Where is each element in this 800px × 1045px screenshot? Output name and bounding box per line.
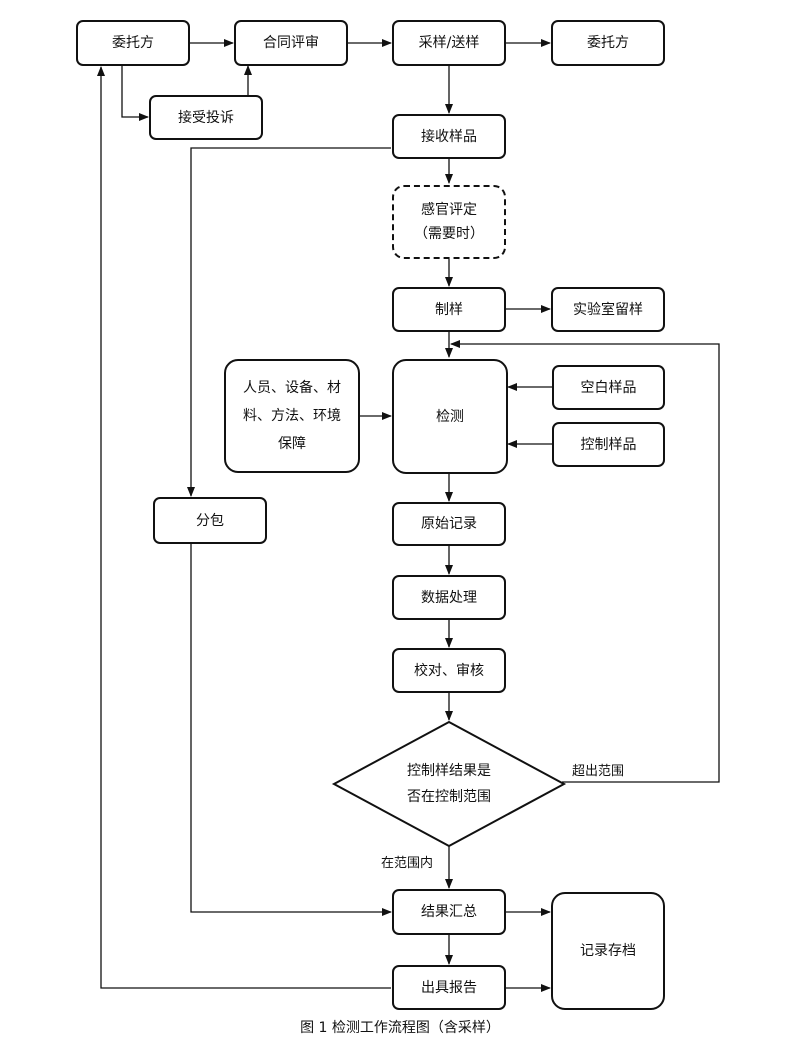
node-sample-preparation: 制样 xyxy=(392,287,506,332)
node-client-destination: 委托方 xyxy=(551,20,665,66)
figure-caption: 图 1 检测工作流程图（含采样） xyxy=(300,1020,500,1036)
node-issue-report: 出具报告 xyxy=(392,965,506,1010)
node-subcontract: 分包 xyxy=(153,497,267,544)
node-lab-retention: 实验室留样 xyxy=(551,287,665,332)
arrow-receive-to-subcontract xyxy=(187,147,391,497)
decision-text: 控制样结果是 否在控制范围 xyxy=(407,763,491,805)
node-record-archive: 记录存档 xyxy=(551,892,665,1010)
node-testing: 检测 xyxy=(392,359,508,474)
node-complaint: 接受投诉 xyxy=(149,95,263,140)
node-receive-sample: 接收样品 xyxy=(392,114,506,159)
node-blank-sample: 空白样品 xyxy=(552,365,665,410)
arrow-out-of-range-loop xyxy=(450,340,720,783)
node-contract-review: 合同评审 xyxy=(234,20,348,66)
node-proofread-review: 校对、审核 xyxy=(392,648,506,693)
node-sensory-evaluation: 感官评定 （需要时） xyxy=(392,185,506,259)
arrow-report-to-client xyxy=(97,66,391,989)
node-client-origin: 委托方 xyxy=(76,20,190,66)
node-control-sample: 控制样品 xyxy=(552,422,665,467)
node-sampling: 采样/送样 xyxy=(392,20,506,66)
decision-diamond xyxy=(331,720,567,848)
node-resources: 人员、设备、材 料、方法、环境 保障 xyxy=(224,359,360,473)
arrow-subcontract-to-summary xyxy=(190,544,392,916)
label-out-of-range: 超出范围 xyxy=(572,764,625,779)
node-results-summary: 结果汇总 xyxy=(392,889,506,935)
node-raw-record: 原始记录 xyxy=(392,502,506,546)
node-data-processing: 数据处理 xyxy=(392,575,506,620)
label-in-range: 在范围内 xyxy=(381,856,434,871)
arrow-client-to-complaint xyxy=(121,65,149,121)
